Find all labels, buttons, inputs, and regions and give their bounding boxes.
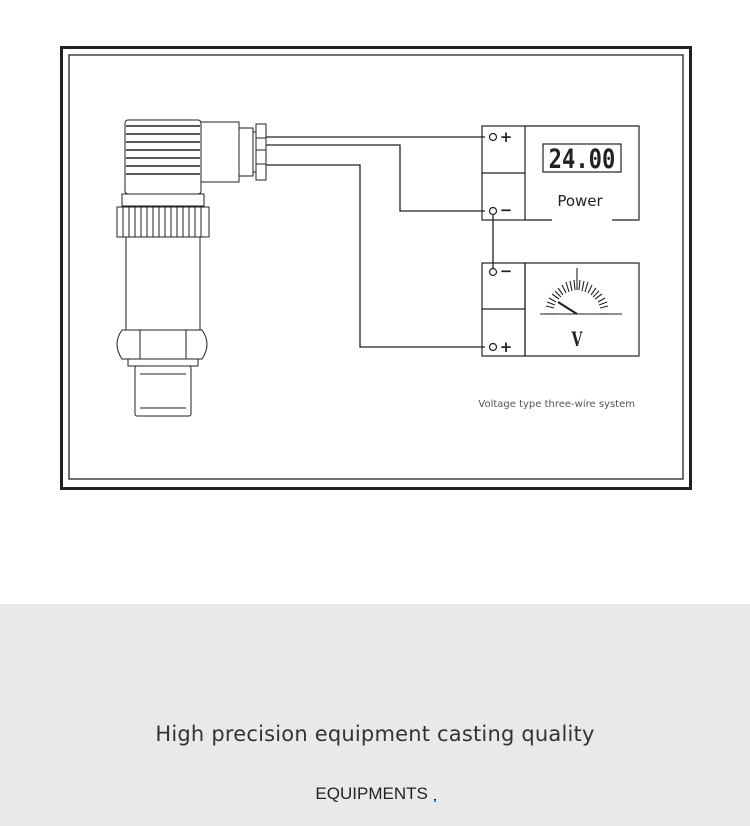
power-plus-terminal-label: + xyxy=(500,128,513,146)
diagram-caption: Voltage type three-wire system xyxy=(478,399,635,410)
power-minus-terminal-label: − xyxy=(500,201,513,219)
voltmeter-dial-icon xyxy=(540,268,622,315)
category-heading: EQUIPMENTS xyxy=(0,784,750,804)
pressure-transmitter-icon xyxy=(116,119,267,417)
wire-meter-plus xyxy=(266,164,485,348)
category-link[interactable]: EQUIPMENTS xyxy=(313,784,436,804)
power-label: Power xyxy=(557,192,603,210)
tagline: High precision equipment casting quality xyxy=(155,722,595,746)
category-label-text: EQUIPMENTS xyxy=(315,784,428,803)
wires xyxy=(266,136,494,348)
power-display-value: 24.00 xyxy=(549,143,616,175)
wire-power-minus xyxy=(266,144,485,212)
wiring-diagram-svg: 24.00 Power V + − − + Voltage type three… xyxy=(60,46,692,490)
category-underline xyxy=(433,799,436,802)
voltmeter-box xyxy=(481,262,640,357)
power-supply-box xyxy=(481,125,640,221)
bottom-panel: High precision equipment casting quality… xyxy=(0,604,750,826)
power-display xyxy=(542,143,622,173)
inner-frame xyxy=(68,54,684,480)
wiring-diagram: 24.00 Power V + − − + Voltage type three… xyxy=(60,46,692,490)
meter-plus-terminal-label: + xyxy=(500,338,513,356)
meter-minus-terminal-label: − xyxy=(500,262,513,280)
meter-unit-label: V xyxy=(571,329,583,352)
